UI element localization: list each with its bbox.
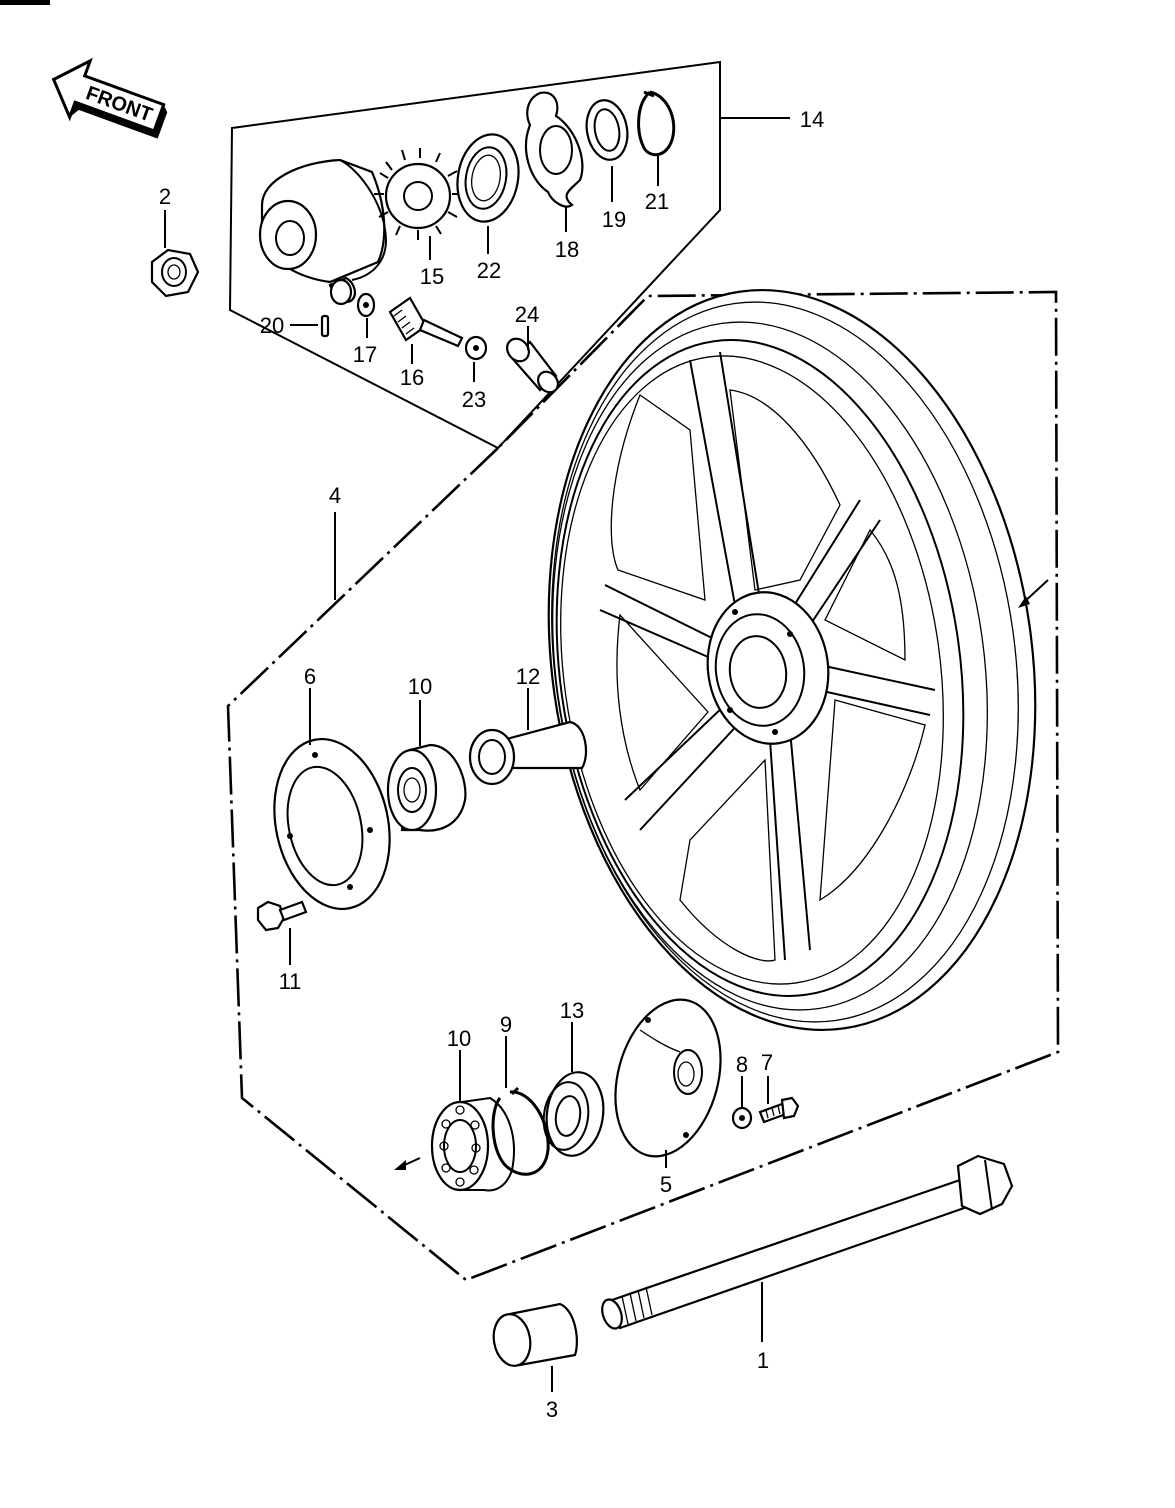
callout-21: 21 — [645, 189, 669, 214]
oil-seal-22 — [456, 133, 520, 223]
gear-housing — [258, 158, 388, 306]
circlip-21 — [637, 90, 676, 157]
callout-9: 9 — [500, 1012, 512, 1037]
bearing-10-upper — [386, 743, 467, 832]
callout-19: 19 — [602, 207, 626, 232]
callout-6: 6 — [304, 664, 316, 689]
washer-19 — [585, 99, 629, 161]
callout-7: 7 — [761, 1050, 773, 1075]
nut-2 — [150, 248, 200, 298]
callout-13: 13 — [560, 998, 584, 1023]
front-arrow-icon: FRONT — [51, 57, 168, 139]
cast-wheel — [547, 289, 1049, 1031]
bolt-7 — [758, 1096, 800, 1124]
cover-plate-6 — [273, 737, 391, 911]
corner-mark — [0, 0, 50, 5]
callout-24: 24 — [515, 302, 539, 327]
circlip-9 — [491, 1086, 550, 1176]
callout-15: 15 — [420, 264, 444, 289]
spacer-12 — [468, 720, 588, 786]
callout-22: 22 — [477, 258, 501, 283]
gear-housing-group-frame — [228, 60, 721, 450]
oil-seal-13 — [542, 1071, 605, 1157]
bearing-10-lower — [430, 1096, 515, 1192]
bolt-11 — [256, 900, 308, 932]
callout-2: 2 — [159, 184, 171, 209]
callout-12: 12 — [516, 664, 540, 689]
callout-14: 14 — [800, 107, 824, 132]
washer-19-inner — [593, 108, 621, 152]
speedometer-pinion-16 — [388, 296, 464, 348]
callout-11: 11 — [279, 969, 302, 994]
pin-20 — [320, 314, 330, 338]
cover-plate-5 — [614, 998, 722, 1158]
callout-20: 20 — [260, 313, 284, 338]
callout-16: 16 — [400, 365, 424, 390]
callout-17: 17 — [353, 342, 377, 367]
callout-18: 18 — [555, 237, 579, 262]
callout-10-upper: 10 — [408, 674, 432, 699]
axle-correct — [601, 1154, 1014, 1330]
callouts: 14 2 20 17 16 15 22 18 19 21 23 24 4 6 1… — [159, 107, 824, 1422]
speedometer-gear — [374, 148, 462, 240]
speedometer-drive-dog — [525, 91, 584, 208]
callout-4: 4 — [329, 483, 341, 508]
callout-23: 23 — [462, 387, 486, 412]
leader-lines — [164, 117, 790, 1392]
callout-5: 5 — [660, 1172, 672, 1197]
wheel-group-frame — [226, 290, 1060, 1282]
callout-10-lower: 10 — [447, 1026, 471, 1051]
callout-3: 3 — [546, 1397, 558, 1422]
bushing-24 — [506, 337, 559, 394]
collar-3 — [492, 1302, 578, 1367]
callout-8: 8 — [736, 1052, 748, 1077]
callout-1: 1 — [757, 1348, 769, 1373]
